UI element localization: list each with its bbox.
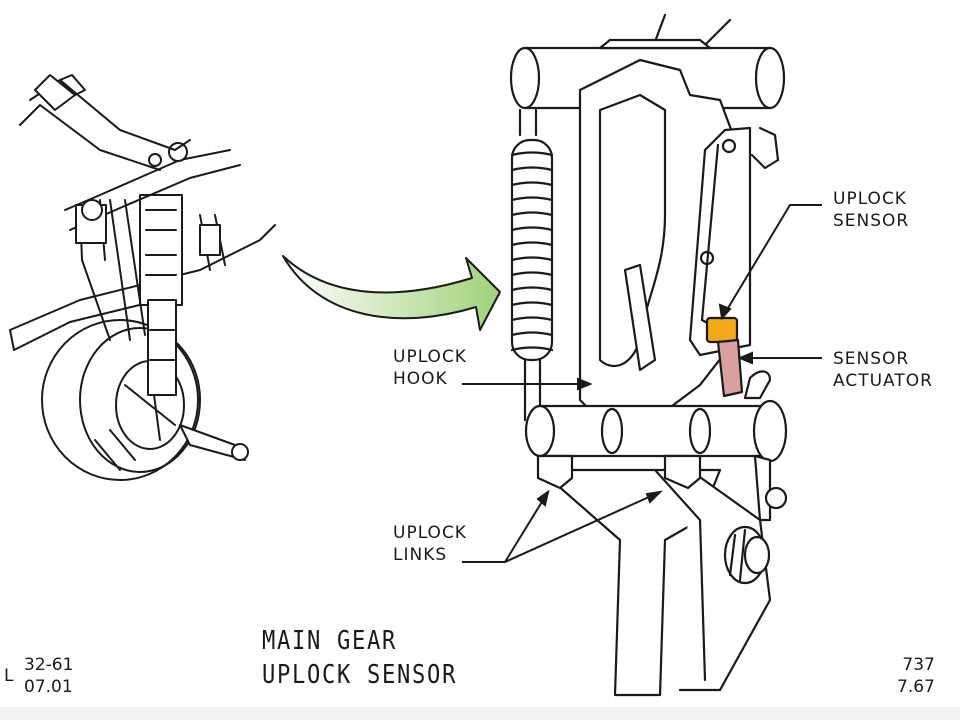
label-sensor-actuator: SENSOR ACTUATOR — [833, 348, 933, 392]
leader-uplock-links — [462, 491, 661, 563]
lower-tube-drawing — [524, 399, 788, 463]
label-uplock-hook: UPLOCK HOOK — [393, 346, 467, 390]
uplock-sensor-part — [705, 316, 739, 344]
lower-bolt-drawing — [723, 525, 771, 585]
title-line: MAIN GEAR — [262, 626, 398, 656]
doc-ref-number: 32-61 07.01 — [24, 654, 73, 698]
lower-fitting-drawing — [538, 468, 772, 697]
label-line: SENSOR — [833, 211, 910, 231]
label-uplock-links: UPLOCK LINKS — [393, 522, 467, 566]
callout-arrow — [282, 255, 501, 331]
model-ref: 737 7.67 — [897, 654, 935, 698]
bottom-band — [0, 707, 960, 720]
label-line: SENSOR — [833, 349, 910, 369]
leader-uplock-sensor — [721, 204, 822, 319]
doc-ref-line: 07.01 — [24, 677, 73, 697]
page-title: MAIN GEAR UPLOCK SENSOR — [262, 624, 457, 692]
title-line: UPLOCK SENSOR — [262, 660, 458, 690]
label-line: LINKS — [393, 545, 448, 565]
label-line: UPLOCK — [393, 347, 467, 367]
sensor-actuator-part — [716, 338, 744, 398]
gear-overview-drawing — [9, 74, 276, 481]
label-line: HOOK — [393, 369, 448, 389]
label-uplock-sensor: UPLOCK SENSOR — [833, 188, 909, 232]
shock-strut-drawing — [139, 194, 183, 396]
label-line: ACTUATOR — [833, 371, 933, 391]
label-line: UPLOCK — [833, 189, 907, 209]
doc-ref-line: 32-61 — [24, 655, 74, 675]
top-tube-drawing — [509, 38, 786, 110]
label-line: UPLOCK — [393, 523, 467, 543]
leader-lines — [462, 204, 822, 563]
uplock-detail-drawing — [509, 13, 788, 697]
spring-drawing — [510, 108, 554, 422]
doc-ref-prefix: L — [4, 666, 14, 686]
uplock-link-brackets — [536, 454, 702, 490]
model-ref-line: 7.67 — [897, 677, 935, 697]
model-ref-line: 737 — [902, 655, 935, 675]
